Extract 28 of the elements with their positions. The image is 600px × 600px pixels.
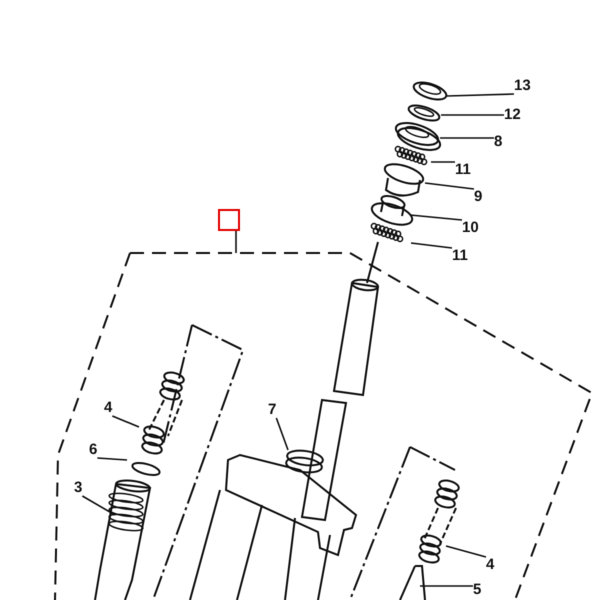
callout-number: 10	[462, 220, 479, 236]
callout-number: 13	[514, 78, 531, 94]
leader-line	[410, 242, 452, 249]
callout-number: 6	[89, 442, 98, 458]
leader-line	[440, 137, 494, 139]
leader-line	[424, 182, 474, 190]
callout-number: 11	[455, 162, 471, 178]
callout-number: 11	[452, 248, 468, 264]
leader-line	[276, 418, 289, 450]
callout-number: 7	[268, 402, 276, 418]
leader-line	[82, 495, 116, 516]
callout-number: 3	[74, 480, 82, 496]
callout-number: 9	[474, 189, 482, 205]
marker-square	[218, 209, 240, 231]
leader-line	[112, 415, 140, 428]
leader-line	[446, 545, 486, 558]
leader-line	[97, 457, 128, 461]
callout-number: 4	[104, 400, 112, 416]
leader-line	[431, 161, 455, 163]
callout-number: 4	[486, 557, 494, 573]
leader-line	[410, 214, 462, 221]
leader-line	[420, 585, 473, 587]
leader-line	[235, 231, 237, 253]
callout-number: 5	[473, 582, 482, 598]
callout-number: 8	[494, 134, 502, 150]
leader-line	[446, 93, 514, 97]
leader-line	[441, 114, 504, 116]
callout-number: 12	[504, 107, 521, 123]
